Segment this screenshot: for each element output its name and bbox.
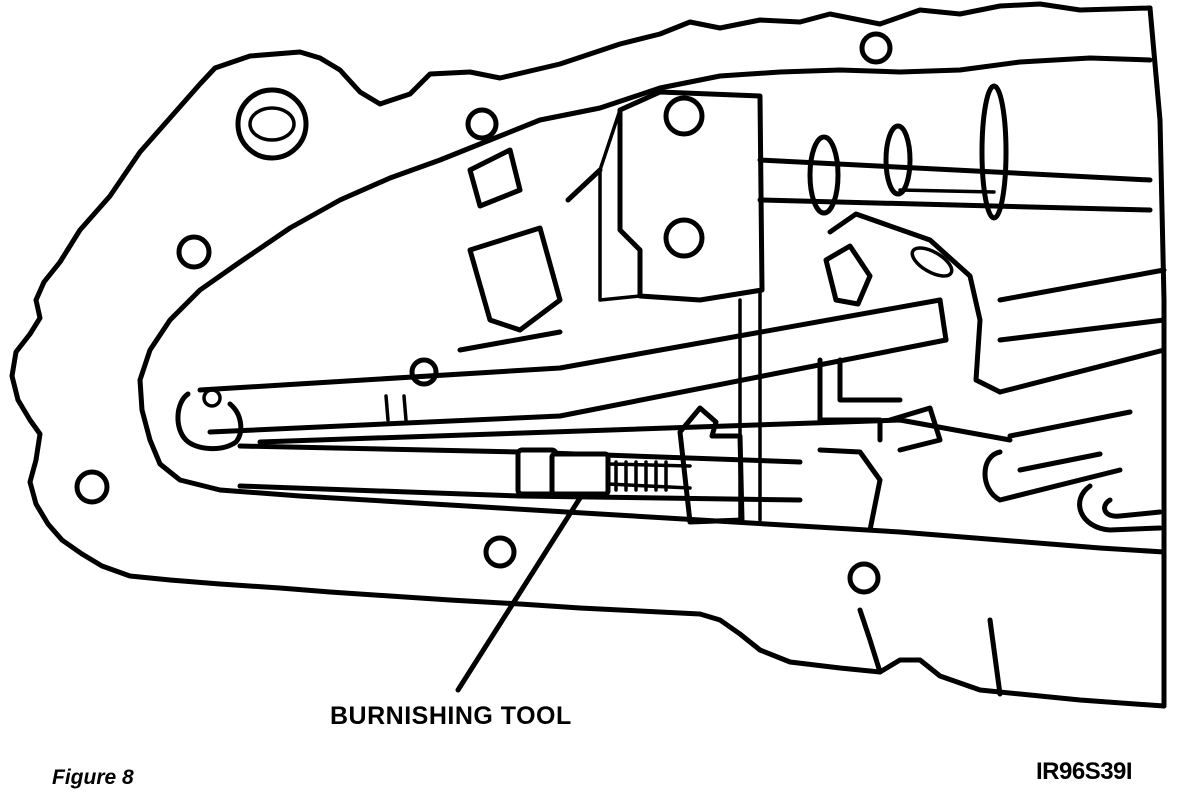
case-outline xyxy=(9,1,1167,709)
interior-ribs xyxy=(457,167,603,353)
figure-id: IR96S39I xyxy=(1036,758,1133,785)
bolt-holes xyxy=(74,31,893,595)
mounting-block xyxy=(598,89,765,522)
leader-line xyxy=(455,495,583,693)
bolt-hole xyxy=(847,561,881,595)
retaining-clip xyxy=(677,405,745,525)
bolt-hole xyxy=(859,31,893,65)
linkage-lever xyxy=(823,211,1167,395)
case-lower-extension xyxy=(857,607,1003,697)
bracket xyxy=(467,147,523,209)
bolt-hole xyxy=(465,107,499,141)
fluid-passages xyxy=(817,357,1163,533)
bolt-hole xyxy=(176,234,212,270)
bolt-hole-large-inner xyxy=(248,106,296,142)
bolt-hole xyxy=(74,469,110,505)
bolt-hole-large xyxy=(235,87,309,161)
burnishing-tool xyxy=(515,447,692,497)
case-right-edge xyxy=(1147,5,1167,709)
figure-caption: Figure 8 xyxy=(52,766,134,789)
bolt-hole xyxy=(483,535,517,569)
valve-spool xyxy=(757,83,1153,221)
valve-body-inner-outline xyxy=(137,55,1167,555)
bolt-hole xyxy=(409,357,439,387)
diagonal-rod xyxy=(175,297,949,451)
burnishing-tool-label: BURNISHING TOOL xyxy=(330,702,572,730)
